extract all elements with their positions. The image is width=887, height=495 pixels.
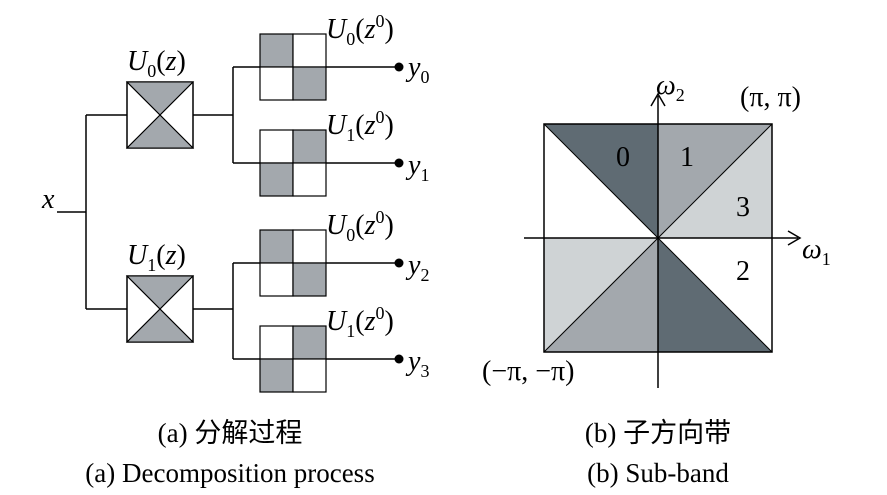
stage1-label-1: U1(z) (127, 240, 186, 275)
caption-a-chinese: (a) 分解过程 (158, 418, 303, 448)
output-dot-0 (394, 62, 404, 72)
region-label-3: 3 (736, 192, 750, 223)
filter-box-u1-z (125, 275, 195, 343)
stage2-label-1: U1(z0) (326, 107, 394, 145)
output-label-0: y0 (405, 52, 429, 87)
corner-label-bottom-left: (−π, −π) (482, 356, 575, 387)
caption-b-chinese: (b) 子方向带 (585, 418, 731, 448)
decomposition-tree (57, 66, 399, 360)
axis-omega1-arrow (787, 230, 802, 246)
output-label-2: y2 (405, 250, 429, 285)
filter-box-u1-z0-top (259, 129, 327, 197)
axis-y-label: ω2 (656, 70, 685, 105)
stage1-label-0: U0(z) (127, 46, 186, 81)
output-label-3: y3 (405, 346, 429, 381)
stage2-label-3: U1(z0) (326, 303, 394, 341)
axis-omega2-arrow (650, 92, 666, 107)
subband-diagram (524, 92, 802, 388)
filter-box-u1-z0-bottom (259, 325, 327, 393)
output-dot-3 (394, 354, 404, 364)
input-label: x (41, 184, 55, 215)
caption-a-english: (a) Decomposition process (85, 458, 374, 488)
filter-box-u0-z (125, 81, 195, 149)
output-dot-2 (394, 258, 404, 268)
region-label-1: 1 (680, 142, 694, 173)
output-dot-1 (394, 158, 404, 168)
region-label-2: 2 (736, 256, 750, 287)
caption-b-english: (b) Sub-band (587, 458, 729, 488)
corner-label-top-right: (π, π) (740, 82, 801, 113)
filter-box-u0-z0-top (259, 33, 327, 101)
region-label-0: 0 (616, 142, 630, 173)
output-label-1: y1 (405, 150, 429, 185)
output-dots (394, 62, 404, 364)
stage2-label-2: U0(z0) (326, 207, 394, 245)
axis-x-label: ω1 (802, 234, 831, 269)
stage2-label-0: U0(z0) (326, 11, 394, 49)
filter-box-u0-z0-bottom (259, 229, 327, 297)
